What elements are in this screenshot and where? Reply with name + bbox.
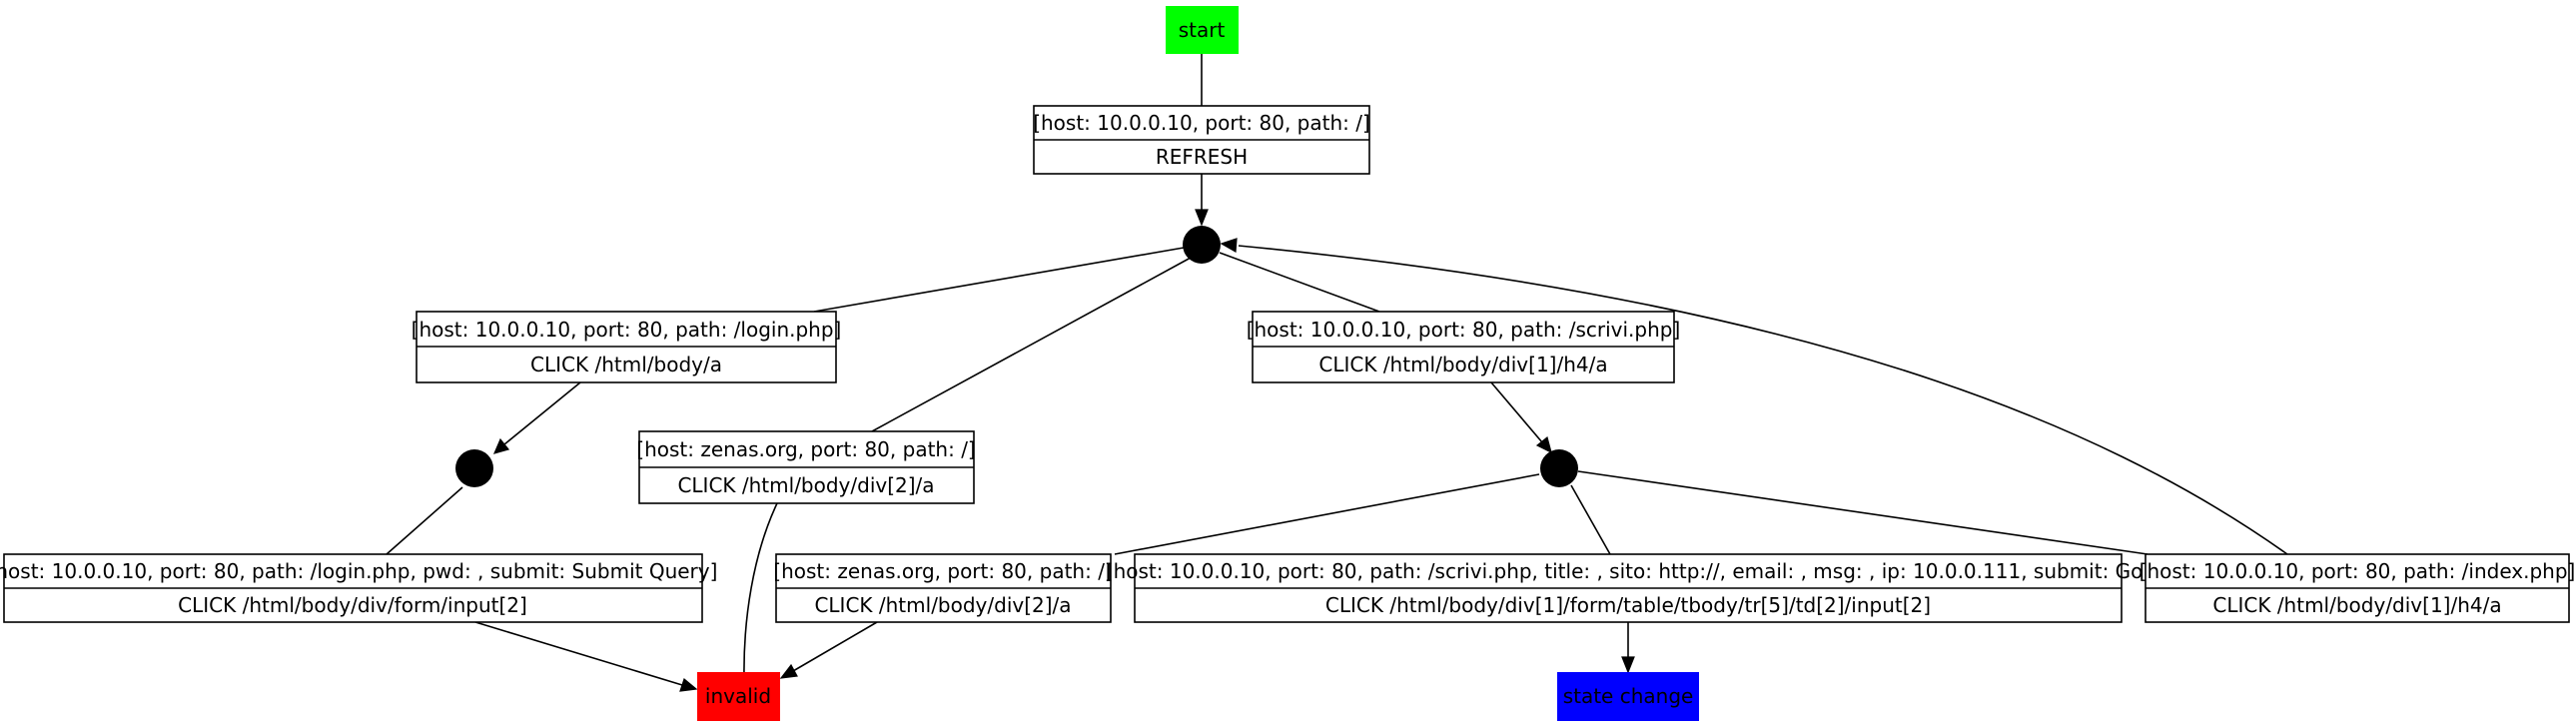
action-node-scrivi: [host: 10.0.0.10, port: 80, path: /scriv… (1247, 311, 1681, 383)
action-event-label: CLICK /html/body/div[2]/a (677, 473, 934, 497)
start-node-label: start (1179, 18, 1226, 42)
arrowhead-login-to-state2 (492, 437, 510, 454)
action-target-label: [host: 10.0.0.10, port: 80, path: /login… (0, 559, 717, 583)
edge-zenas1-to-invalid (743, 502, 778, 680)
edge-scrivi-to-state3 (1490, 381, 1543, 443)
action-target-label: [host: 10.0.0.10, port: 80, path: /login… (412, 318, 842, 342)
action-event-label: CLICK /html/body/a (530, 353, 722, 376)
action-event-label: CLICK /html/body/div[1]/h4/a (2212, 593, 2501, 617)
edge-state3-to-index (1577, 470, 2148, 555)
action-event-label: CLICK /html/body/div[1]/form/table/tbody… (1325, 593, 1931, 617)
action-node-index: [host: 10.0.0.10, port: 80, path: /index… (2140, 553, 2576, 623)
action-target-label: [host: 10.0.0.10, port: 80, path: /] (1033, 111, 1370, 135)
start-node: start (1166, 6, 1239, 54)
arrowhead-index-to-state1 (1220, 238, 1238, 253)
action-event-label: REFRESH (1156, 145, 1248, 169)
arrowhead-submit-to-invalid (679, 677, 698, 692)
invalid-node-label: invalid (705, 684, 771, 708)
action-node-login: [host: 10.0.0.10, port: 80, path: /login… (412, 311, 842, 383)
action-event-label: CLICK /html/body/div[1]/h4/a (1318, 353, 1607, 376)
action-target-label: [host: zenas.org, port: 80, path: /] (636, 437, 975, 461)
edge-state1-to-zenas1 (871, 257, 1192, 432)
action-node-scriviform: [host: 10.0.0.10, port: 80, path: /scriv… (1106, 553, 2150, 623)
action-node-zenas1: [host: zenas.org, port: 80, path: /] CLI… (636, 430, 976, 504)
action-node-zenas2: [host: zenas.org, port: 80, path: /] CLI… (773, 553, 1113, 623)
state-node-2 (455, 449, 493, 487)
action-target-label: [host: 10.0.0.10, port: 80, path: /index… (2140, 559, 2576, 583)
state-node-3 (1540, 449, 1578, 487)
action-target-label: [host: zenas.org, port: 80, path: /] (773, 559, 1112, 583)
arrowhead-refresh-to-state1 (1195, 209, 1209, 227)
edge-state3-to-zenas2 (1114, 473, 1540, 555)
invalid-node-box (697, 672, 780, 721)
state-change-node-label: state change (1563, 684, 1694, 708)
state-node-1 (1183, 226, 1221, 264)
edge-zenas2-to-invalid (792, 621, 878, 672)
action-event-label: CLICK /html/body/div/form/input[2] (178, 593, 527, 617)
action-node-refresh: [host: 10.0.0.10, port: 80, path: /] REF… (1033, 105, 1370, 175)
edge-state2-to-submit (386, 486, 463, 555)
edge-state1-to-scrivi (1219, 252, 1380, 313)
arrowhead-scriviform-to-state-change (1621, 656, 1635, 674)
arrowhead-zenas2-to-invalid (779, 663, 798, 679)
graph-edges (386, 54, 2288, 695)
action-target-label: [host: 10.0.0.10, port: 80, path: /scriv… (1106, 559, 2150, 583)
arrowhead-scrivi-to-state3 (1535, 435, 1552, 454)
edge-state1-to-login (813, 247, 1185, 313)
state-change-node: state change (1557, 672, 1699, 721)
edge-state3-to-scriviform (1570, 484, 1611, 555)
edge-index-to-state1 (1238, 245, 2288, 555)
action-node-submit: [host: 10.0.0.10, port: 80, path: /login… (0, 553, 717, 623)
action-target-label: [host: 10.0.0.10, port: 80, path: /scriv… (1247, 318, 1681, 342)
edge-submit-to-invalid (474, 621, 683, 686)
action-event-label: CLICK /html/body/div[2]/a (814, 593, 1071, 617)
start-node-box (1166, 6, 1239, 54)
edge-login-to-state2 (503, 381, 581, 445)
state-change-node-box (1557, 672, 1699, 721)
invalid-node: invalid (697, 672, 780, 721)
